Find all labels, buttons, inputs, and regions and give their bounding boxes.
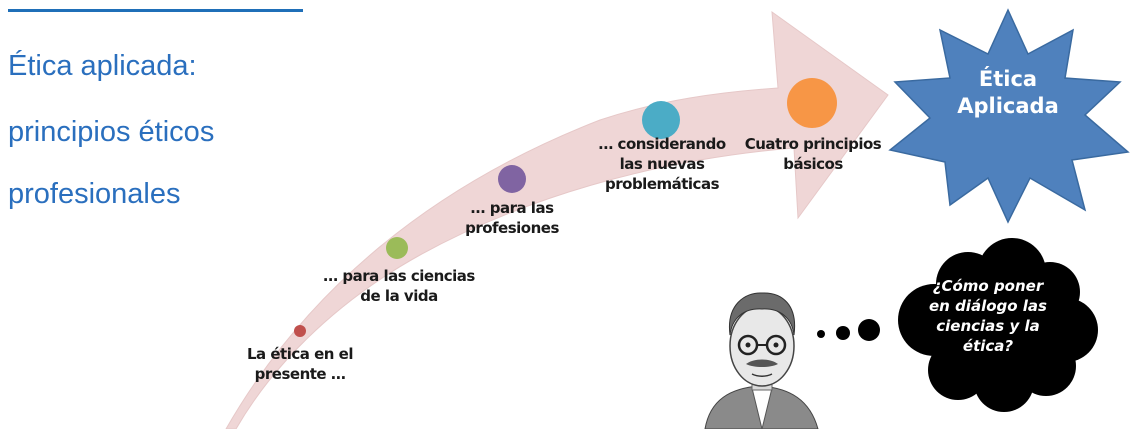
step-label-3: … para las profesiones [465,199,559,237]
man-with-glasses-portrait-icon [704,292,819,429]
step-marker-3 [498,165,526,193]
page-title-line-2: principios éticos [8,116,215,148]
thought-dot-large [858,319,880,341]
step-marker-2 [386,237,408,259]
goal-label: Ética Aplicada [957,67,1059,118]
step-label-1: La ética en el presente … [246,345,354,383]
title-underline [8,9,303,12]
thought-dot-small [817,330,825,338]
page-title-line-1: Ética aplicada: [8,50,197,82]
goal-starburst [888,8,1130,224]
step-label-2: … para las ciencias de la vida [323,267,475,305]
thought-dot-medium [836,326,850,340]
step-marker-1 [294,325,306,337]
page-title-line-3: profesionales [8,178,181,210]
thought-text: ¿Cómo poner en diálogo las ciencias y la… [929,277,1047,355]
step-marker-4 [642,101,680,139]
progress-arrow [225,10,889,429]
step-label-4: … considerando las nuevas problemáticas [598,135,726,193]
thought-cloud [898,238,1098,412]
step-label-5: Cuatro principios básicos [744,135,882,173]
step-marker-5 [787,78,837,128]
